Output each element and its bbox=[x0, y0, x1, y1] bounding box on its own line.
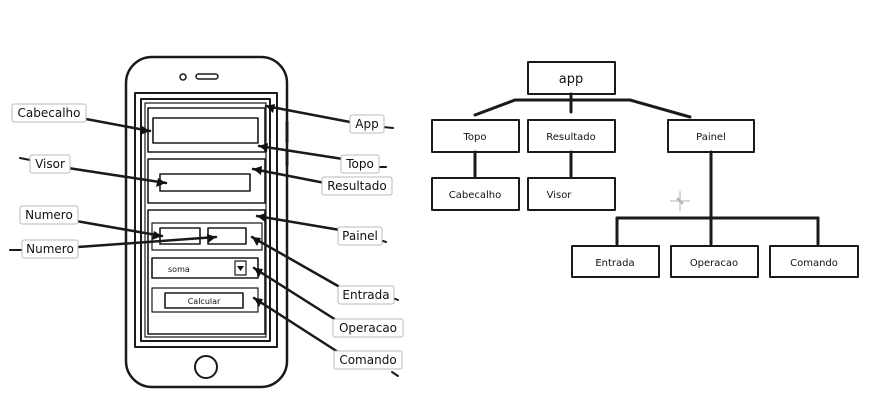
tree-node-topo-label: Topo bbox=[463, 132, 487, 143]
callout-label-box bbox=[29, 154, 71, 174]
visor-display bbox=[159, 173, 251, 192]
callout-arrow bbox=[264, 104, 352, 124]
tree-node-painel-label: Painel bbox=[696, 132, 726, 143]
tree-node-cabecalho-label: Cabecalho bbox=[449, 190, 501, 201]
callout-arrow bbox=[250, 235, 340, 288]
callout-app: App bbox=[355, 117, 378, 131]
callout-label-box bbox=[321, 176, 393, 196]
arrowhead-icon bbox=[259, 143, 268, 152]
operacao-select-value: soma bbox=[168, 265, 190, 274]
arrowhead-icon bbox=[253, 166, 262, 175]
callout-arrow bbox=[252, 296, 340, 354]
tree-node-comando-label: Comando bbox=[790, 258, 838, 269]
arrowhead-icon bbox=[254, 268, 263, 277]
chevron-down-icon bbox=[237, 266, 244, 271]
entrada-row bbox=[151, 222, 263, 251]
callout-visor: Visor bbox=[35, 157, 65, 171]
callout-arrow bbox=[74, 219, 164, 238]
tree-node-app-label: app bbox=[559, 72, 583, 87]
callout-numero-1: Numero bbox=[25, 208, 73, 222]
callout-arrow bbox=[66, 166, 168, 185]
tree-node-operacao-label: Operacao bbox=[690, 258, 738, 269]
callout-topo: Topo bbox=[345, 157, 374, 171]
callout-tail bbox=[19, 157, 31, 161]
arrowhead-icon bbox=[207, 234, 216, 243]
callout-label-box bbox=[340, 154, 380, 174]
app-container bbox=[140, 98, 271, 342]
callout-label-box bbox=[19, 205, 79, 225]
cabecalho-box bbox=[152, 117, 259, 144]
calcular-button-label: Calcular bbox=[188, 297, 221, 306]
resultado-section bbox=[147, 158, 266, 204]
callout-arrow bbox=[252, 266, 338, 322]
tree-node-visor-label: Visor bbox=[547, 190, 573, 201]
callout-comando: Comando bbox=[339, 353, 396, 367]
arrowhead-icon bbox=[254, 298, 263, 307]
calcular-button[interactable] bbox=[164, 292, 244, 309]
app-inner-frame bbox=[144, 102, 267, 338]
tree-node-painel bbox=[667, 119, 755, 153]
tree-node-operacao bbox=[670, 245, 759, 278]
callout-label-box bbox=[349, 114, 385, 134]
right-callouts: App Topo Resultado Painel Entrada Operac… bbox=[250, 104, 404, 377]
arrowhead-icon bbox=[140, 126, 150, 135]
tree-node-app bbox=[527, 61, 616, 95]
tree-node-resultado bbox=[527, 119, 616, 153]
callout-tail bbox=[382, 126, 394, 129]
callout-arrow bbox=[84, 117, 152, 133]
tree-node-resultado-label: Resultado bbox=[546, 132, 596, 143]
tree-node-topo bbox=[431, 119, 520, 153]
callout-arrow bbox=[76, 235, 218, 249]
tree-node-entrada bbox=[571, 245, 660, 278]
tree-connectors bbox=[473, 92, 820, 246]
tree-node-comando bbox=[769, 245, 859, 278]
callout-painel: Painel bbox=[342, 229, 378, 243]
callout-operacao: Operacao bbox=[339, 321, 397, 335]
callout-label-box bbox=[332, 318, 404, 338]
callout-cabecalho: Cabecalho bbox=[18, 106, 81, 120]
tree-node-visor bbox=[527, 177, 616, 211]
callout-label-box bbox=[11, 103, 87, 123]
phone-camera-icon bbox=[179, 73, 187, 81]
tree-node-entrada-label: Entrada bbox=[595, 258, 634, 269]
callout-label-box bbox=[337, 285, 395, 305]
crosshair-cursor-icon bbox=[670, 191, 690, 211]
callout-tail bbox=[391, 371, 399, 377]
arrowhead-icon bbox=[156, 178, 166, 187]
callout-arrow bbox=[255, 214, 342, 232]
phone-mockup: soma Calcular bbox=[124, 55, 289, 389]
operacao-select[interactable] bbox=[151, 257, 259, 279]
arrowhead-icon bbox=[152, 231, 162, 240]
callout-arrow bbox=[251, 167, 327, 185]
select-arrow-box[interactable] bbox=[234, 260, 247, 276]
tree-node-cabecalho bbox=[431, 177, 520, 211]
topo-section bbox=[147, 107, 266, 153]
arrowhead-icon bbox=[266, 104, 275, 113]
component-tree: app Topo Resultado Painel Cabecalho Viso… bbox=[431, 61, 859, 278]
left-callouts: Cabecalho Visor Numero Numero bbox=[9, 103, 218, 259]
callout-resultado: Resultado bbox=[327, 179, 386, 193]
callout-label-box bbox=[21, 239, 79, 259]
callout-label-box bbox=[333, 350, 403, 370]
phone-home-button[interactable] bbox=[194, 355, 218, 379]
arrowhead-icon bbox=[252, 237, 261, 246]
painel-section bbox=[147, 209, 266, 335]
callout-numero-2: Numero bbox=[26, 242, 74, 256]
callout-arrow bbox=[257, 144, 345, 161]
callout-label-box bbox=[337, 226, 383, 246]
callout-entrada: Entrada bbox=[342, 288, 389, 302]
arrowhead-icon bbox=[257, 213, 266, 222]
phone-speaker-icon bbox=[195, 73, 219, 80]
phone-screen bbox=[134, 92, 278, 348]
